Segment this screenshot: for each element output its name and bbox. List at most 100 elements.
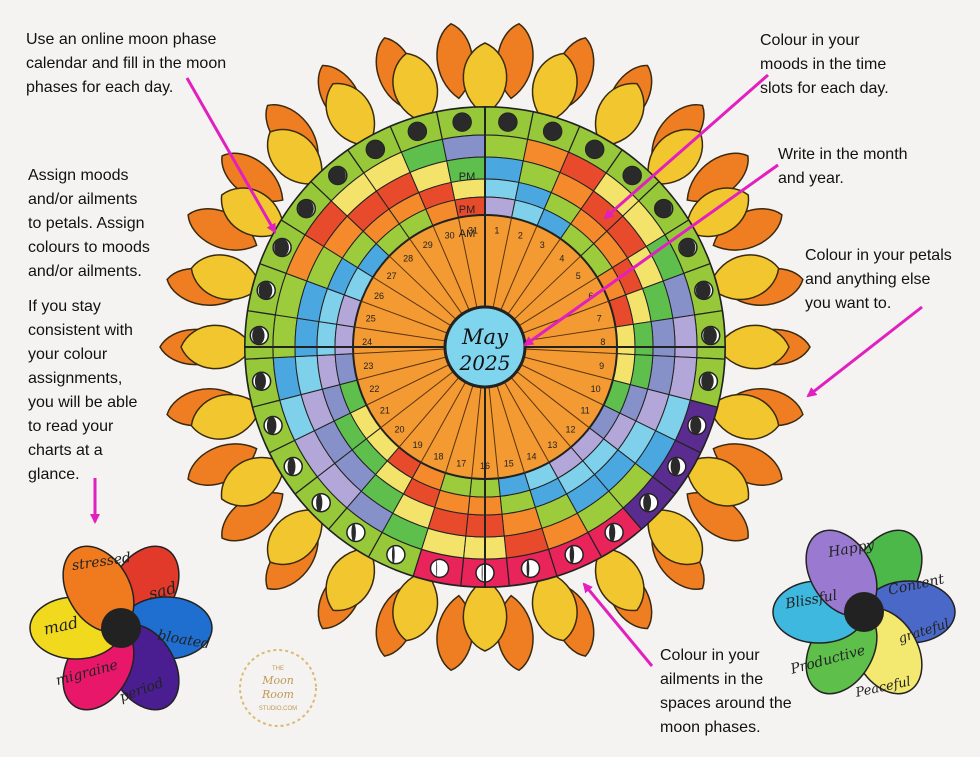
mood-slot-cell (650, 317, 676, 358)
inner-petal (531, 570, 578, 642)
moon-shadow (526, 559, 530, 578)
day-label: 1 (494, 226, 499, 236)
day-spoke (510, 377, 572, 448)
arrow-colour-moods (603, 73, 769, 220)
ring-label-am: AM (459, 228, 476, 240)
moon-shadow (703, 326, 717, 345)
day-label: 24 (362, 337, 372, 347)
inner-petal (708, 393, 780, 440)
arrow-colour-petals (806, 305, 923, 398)
note-colour-ailments: Colour in your ailments in the spaces ar… (660, 647, 792, 736)
inner-petal (325, 82, 376, 147)
day-label: 8 (600, 337, 605, 347)
inner-petal (685, 187, 750, 238)
moon-shadow (695, 281, 711, 300)
day-spoke (513, 255, 582, 320)
day-label: 7 (597, 313, 602, 323)
mood-slot-cell (672, 314, 698, 359)
mood-time-slot-rings (272, 134, 698, 560)
note-assign-moods: Assign moods and/or ailments to petals. … (28, 167, 150, 280)
day-label: 28 (403, 253, 413, 263)
day-spoke (520, 364, 604, 406)
year-label: 2025 (459, 351, 511, 375)
day-spoke (420, 381, 467, 463)
month-year-center (443, 305, 527, 389)
day-spoke (471, 386, 482, 479)
day-label: 20 (394, 424, 404, 434)
moon-shadow (408, 122, 427, 141)
mood-legend-flower-left: stressed sad bloated period migraine mad (29, 545, 213, 711)
day-spoke (388, 255, 457, 320)
moon-phase-icon (386, 544, 406, 565)
day-spoke (492, 217, 513, 308)
day-spoke (366, 364, 450, 406)
moon-shadow (316, 493, 323, 512)
mood-slot-cell (294, 317, 320, 358)
day-spoke (496, 385, 525, 474)
inner-petal (392, 52, 439, 124)
moon-shadow (670, 457, 681, 476)
inner-petal (708, 254, 780, 301)
left-flower-center (101, 608, 141, 648)
day-label: 25 (366, 313, 376, 323)
day-label: 14 (527, 451, 537, 461)
moon-shadow (258, 281, 273, 300)
moon-shadow (498, 113, 517, 132)
moon-shadow (481, 564, 483, 582)
inner-petal (325, 547, 376, 612)
note-colour-moods: Colour in your moods in the time slots f… (760, 32, 889, 97)
day-spoke (524, 348, 617, 355)
mood-slot-cell (614, 323, 636, 356)
day-spoke (354, 326, 446, 342)
day-label: 3 (540, 240, 545, 250)
day-label: 4 (559, 253, 564, 263)
ring-label-pm-outer: PM (459, 171, 476, 183)
moon-shadow (585, 140, 604, 159)
moon-shadow (543, 122, 562, 141)
day-spoke (432, 225, 470, 311)
inner-petal (594, 547, 645, 612)
day-spoke (523, 356, 613, 381)
day-label: 23 (363, 361, 373, 371)
moon-room-logo: THE Moon Room STUDIO.COM (239, 649, 317, 727)
moon-shadow (287, 457, 296, 476)
day-label: 10 (591, 384, 601, 394)
moon-phase-icon (429, 558, 450, 579)
mood-slot-cell (272, 314, 298, 359)
day-label: 26 (374, 291, 384, 301)
day-spoke (372, 276, 452, 327)
moon-shadow (701, 372, 714, 391)
day-spoke (357, 356, 447, 381)
annotation-arrows (90, 73, 923, 667)
day-spoke (409, 238, 463, 315)
logo-ring (239, 649, 317, 727)
day-spoke (500, 225, 538, 311)
day-spoke (445, 385, 474, 474)
arrow-colour-ailments (582, 582, 654, 667)
month-label: May (461, 325, 509, 349)
mood-slot-cell (316, 320, 338, 357)
moon-shadow (623, 166, 641, 185)
day-label: 18 (433, 451, 443, 461)
inner-petal (266, 509, 323, 566)
sunflower-wheel: 1234567891011121314151617181920212223242… (159, 22, 811, 672)
moon-shadow (298, 199, 314, 218)
logo-text-studio: STUDIO.COM (259, 706, 297, 712)
mood-legend-flower-right: Happy Content grateful Peaceful Producti… (772, 529, 956, 701)
arrow-write-month (523, 163, 779, 347)
ring-label-pm-inner: PM (459, 204, 476, 216)
day-label: 17 (456, 459, 466, 469)
day-label: 30 (445, 230, 455, 240)
logo-text-the: THE (272, 666, 284, 672)
day-spoke (361, 300, 448, 334)
note-consistent: If you stay consistent with your colour … (28, 298, 138, 483)
day-label: 13 (547, 440, 557, 450)
mood-slot-cell (632, 320, 654, 357)
inner-petal (462, 42, 508, 116)
moon-shadow (329, 166, 346, 185)
note-write-month: Write in the month and year. (778, 146, 908, 187)
day-label: 2 (518, 230, 523, 240)
day-spoke (518, 276, 598, 327)
day-label: 21 (380, 405, 390, 415)
